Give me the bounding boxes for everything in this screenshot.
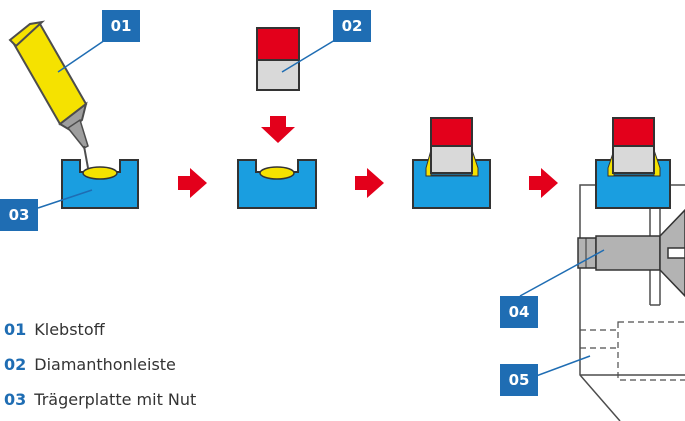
carrier-plate-3: [412, 117, 491, 209]
callout-badge-02: 02: [333, 10, 371, 42]
legend-number: 03: [4, 390, 27, 409]
legend-number: 01: [4, 320, 27, 339]
leader-lines: [37, 37, 605, 383]
glue-tube-icon: [8, 20, 89, 169]
legend-item-03: 03 Trägerplatte mit Nut: [4, 390, 196, 409]
hidden-pocket-dashed: [580, 321, 685, 381]
process-arrows: [178, 168, 558, 198]
diamond-hone-strip: [256, 27, 300, 91]
adhesive-blob: [82, 166, 118, 180]
legend-number: 02: [4, 355, 27, 374]
step-4-mounted-tool: [577, 117, 685, 421]
carrier-plate-1: [61, 159, 139, 209]
step-2-place-hone: [237, 27, 317, 209]
step-3-bonded: [412, 117, 491, 209]
legend-text: Trägerplatte mit Nut: [34, 390, 197, 409]
screw-bolt: [577, 208, 685, 298]
step-1-glue-application: [8, 20, 139, 209]
legend-text: Diamanthonleiste: [34, 355, 176, 374]
callout-badge-03: 03: [0, 199, 38, 231]
legend-text: Klebstoff: [34, 320, 105, 339]
right-arrow-icon: [529, 168, 558, 198]
legend-item-02: 02 Diamanthonleiste: [4, 355, 176, 374]
carrier-plate-2: [237, 159, 317, 209]
callout-badge-01: 01: [102, 10, 140, 42]
right-arrow-icon: [355, 168, 384, 198]
callout-badge-05: 05: [500, 364, 538, 396]
legend-item-01: 01 Klebstoff: [4, 320, 105, 339]
down-arrow-icon: [261, 116, 295, 143]
tool-body-outline: [579, 184, 685, 421]
right-arrow-icon: [178, 168, 207, 198]
carrier-plate-4: [595, 117, 671, 209]
adhesive-blob: [259, 166, 295, 180]
callout-badge-04: 04: [500, 296, 538, 328]
